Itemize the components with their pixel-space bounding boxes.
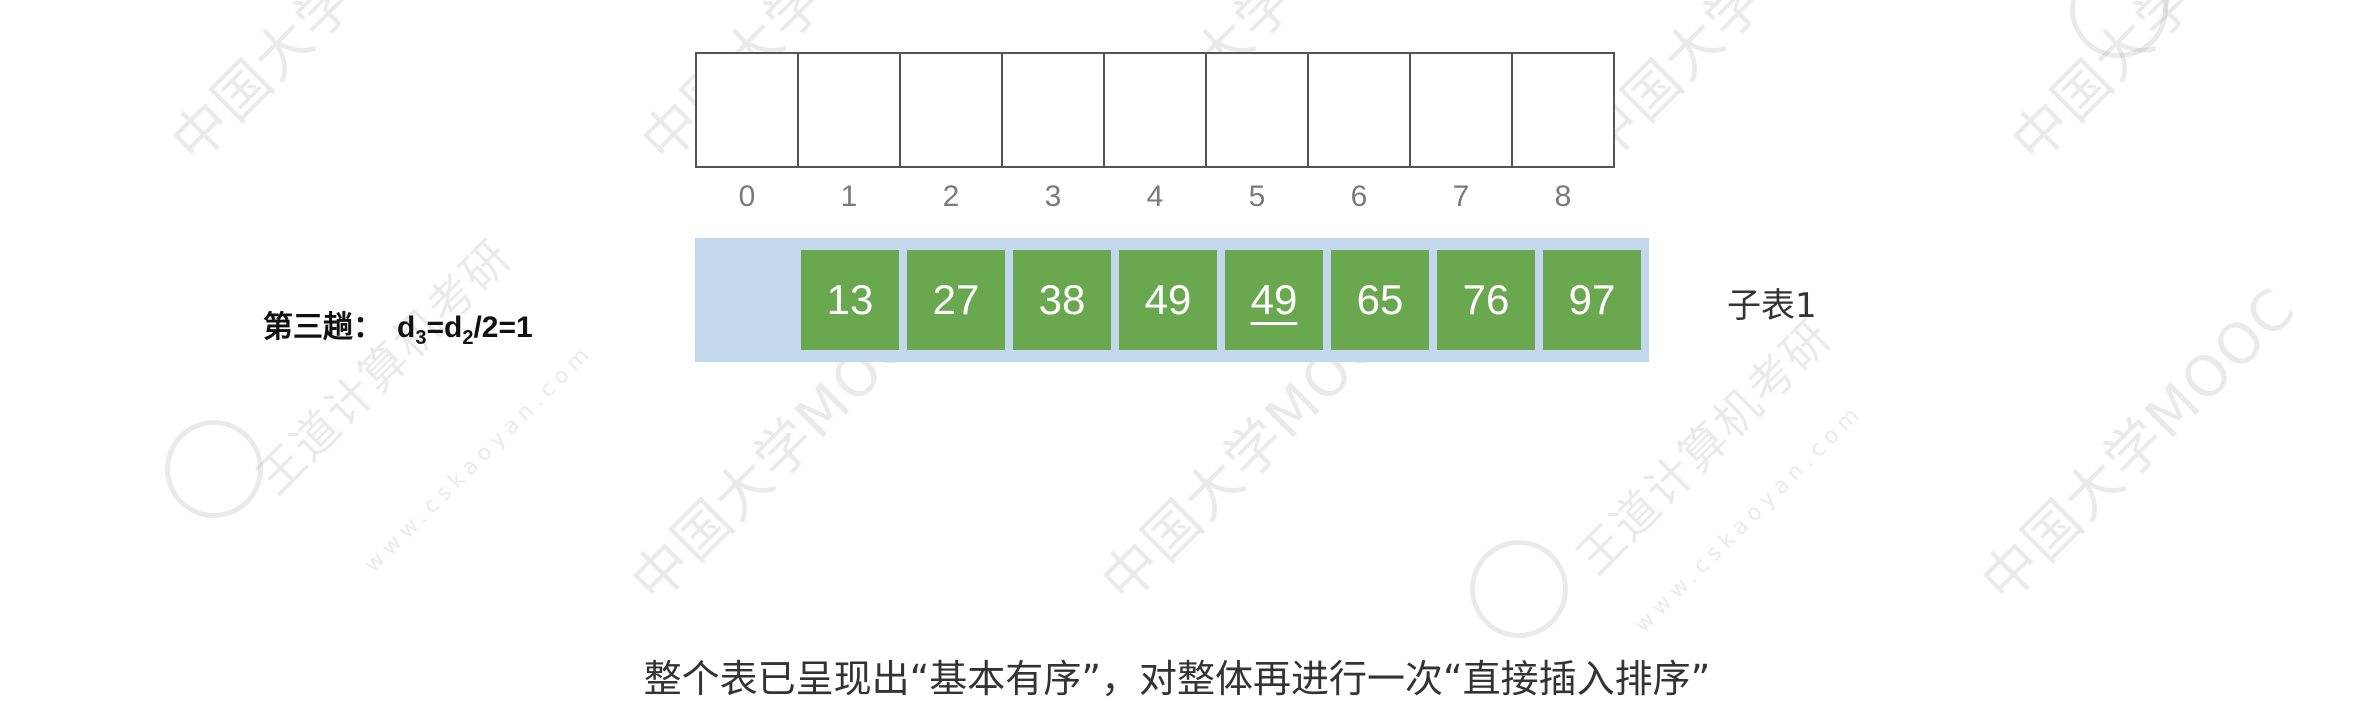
array-cell [1307, 52, 1411, 168]
pass-label: 第三趟： d3=d2/2=1 [263, 302, 533, 350]
index-label: 7 [1452, 180, 1470, 213]
array-cells [695, 52, 1615, 168]
watermark-seal-icon [165, 420, 263, 518]
sublist-value: 27 [932, 276, 980, 323]
sublist-value-box: 76 [1437, 250, 1535, 350]
sublist-value: 97 [1568, 276, 1616, 323]
sublist-value-box: 38 [1013, 250, 1111, 350]
watermark-text: 中国大学MOOC [159, 0, 500, 176]
index-label: 1 [840, 180, 858, 213]
sublist-value: 65 [1356, 276, 1404, 323]
pass-title: 第三趟： [263, 310, 383, 345]
watermark-text: 中国大学MOOC [1999, 0, 2340, 176]
sublist-value-box: 27 [907, 250, 1005, 350]
watermark-seal-icon [2070, 0, 2168, 58]
watermark-text: 中国大学MOOC [1969, 275, 2310, 616]
sublist-label: 子表1 [1727, 286, 1817, 326]
sublist-value-box: 13 [801, 250, 899, 350]
array-cell [1205, 52, 1309, 168]
sublist-value-box: 97 [1543, 250, 1641, 350]
index-labels: 0 1 2 3 4 5 6 7 8 [695, 180, 1615, 214]
array-cell [1409, 52, 1513, 168]
sublist-value: 76 [1462, 276, 1510, 323]
index-label: 3 [1044, 180, 1062, 213]
formula-d: d [397, 311, 416, 344]
watermark-text: www.cskaoyan.com [1630, 399, 1869, 638]
sublist-value-box: 65 [1331, 250, 1429, 350]
sublist-value-box: 49 [1119, 250, 1217, 350]
array-cell [695, 52, 799, 168]
formula-sub-3: 3 [415, 327, 427, 349]
watermark-seal-icon [1470, 540, 1568, 638]
index-label: 4 [1146, 180, 1164, 213]
sublist-value: 38 [1038, 276, 1086, 323]
increment-formula: d3=d2/2=1 [397, 311, 533, 350]
array-cell [899, 52, 1003, 168]
index-label: 8 [1554, 180, 1572, 213]
array-cell [797, 52, 901, 168]
watermark-text: 王道计算机考研 [246, 228, 523, 505]
formula-rest: /2=1 [473, 311, 533, 344]
sublist-value-box: 49 [1225, 250, 1323, 350]
formula-sub-2: 2 [462, 327, 474, 349]
formula-eq: =d [426, 311, 463, 344]
array-cell [1511, 52, 1615, 168]
index-label: 5 [1248, 180, 1266, 213]
sublist-value: 49 [1144, 276, 1192, 323]
sublist-value: 13 [826, 276, 874, 323]
caption: 整个表已呈现出“基本有序”，对整体再进行一次“直接插入排序” [643, 657, 1711, 701]
array-cell [1001, 52, 1105, 168]
array-cell [1103, 52, 1207, 168]
index-label: 2 [942, 180, 960, 213]
sublist-value-underlined: 49 [1250, 276, 1298, 323]
watermark-text: www.cskaoyan.com [360, 339, 599, 578]
index-label: 6 [1350, 180, 1368, 213]
index-label: 0 [738, 180, 756, 213]
